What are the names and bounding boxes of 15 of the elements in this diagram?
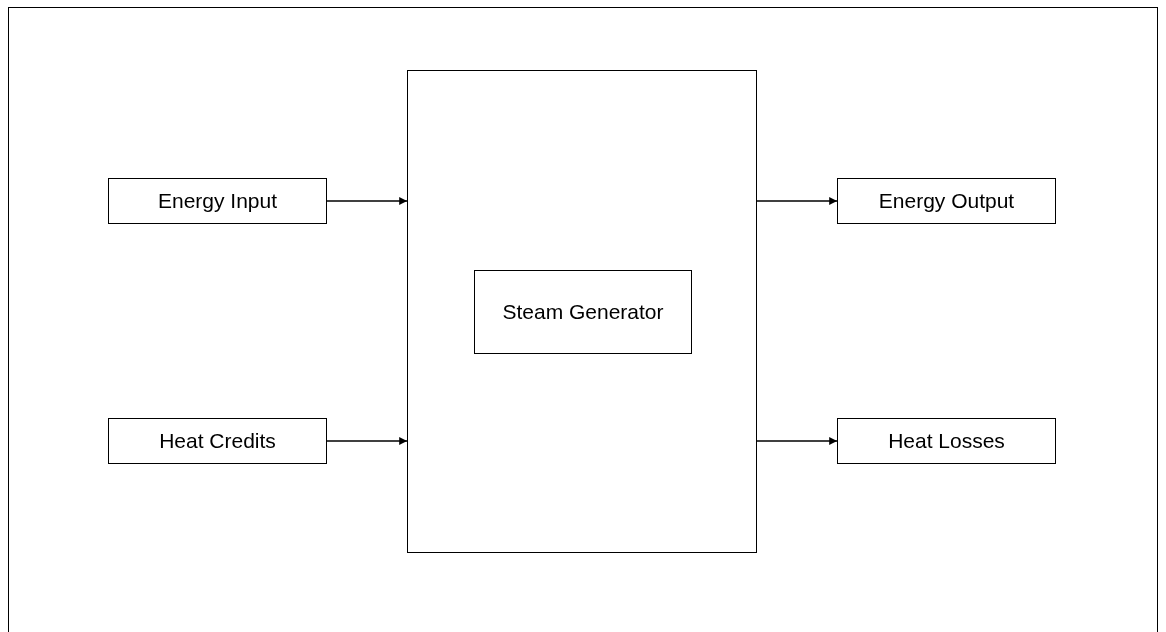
process-box <box>837 418 1056 464</box>
box-label: Heat Credits <box>158 428 277 455</box>
arrow <box>756 437 838 445</box>
process-box <box>108 178 327 224</box>
arrow <box>326 197 408 205</box>
box-label: Steam Generator <box>501 299 665 326</box>
arrow <box>756 197 838 205</box>
box-label: Energy Output <box>877 188 1016 215</box>
process-box <box>837 178 1056 224</box>
empty-box <box>407 70 757 553</box>
box-label: Energy Input <box>156 188 279 215</box>
process-box <box>474 270 692 354</box>
arrow <box>326 437 408 445</box>
process-box <box>108 418 327 464</box>
box-label: Heat Losses <box>887 428 1006 455</box>
